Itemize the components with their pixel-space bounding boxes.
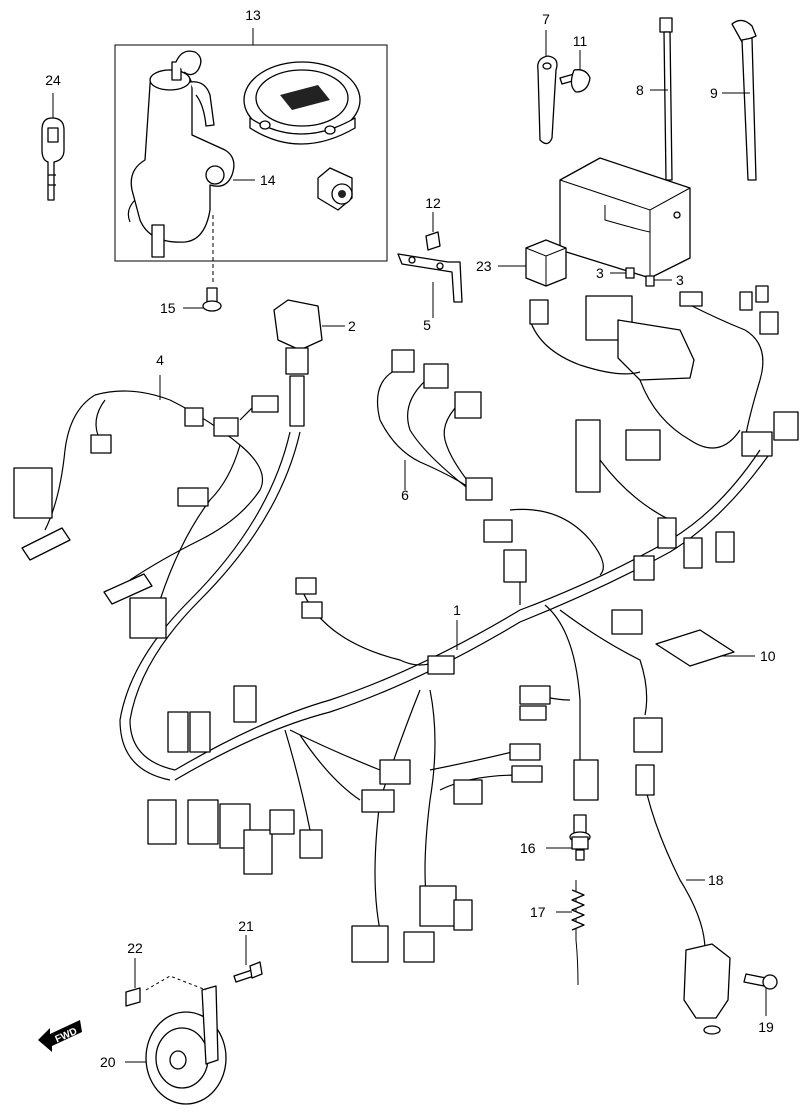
callout-12: 12 xyxy=(425,195,441,211)
ignition-switch xyxy=(127,50,255,285)
bolt-21 xyxy=(233,935,263,983)
sub-harness-6 xyxy=(376,349,493,501)
callout-24: 24 xyxy=(45,72,61,88)
callout-9: 9 xyxy=(710,85,718,101)
forward-arrow: FWD xyxy=(38,1020,82,1052)
horn-20 xyxy=(125,985,227,1105)
spring-17 xyxy=(556,880,585,986)
callout-19: 19 xyxy=(758,1019,774,1035)
callout-3a: 3 xyxy=(596,265,604,281)
callout-20: 20 xyxy=(100,1054,116,1070)
clamp-7 xyxy=(537,30,558,145)
cable-tie-9 xyxy=(722,19,757,181)
callout-7: 7 xyxy=(542,11,550,27)
bolt-15 xyxy=(183,287,222,312)
fwd-label: FWD xyxy=(54,1026,79,1045)
nut-22 xyxy=(125,958,207,1007)
cable-tie-8 xyxy=(650,17,673,181)
bolt-19 xyxy=(743,973,778,1016)
callout-6: 6 xyxy=(401,487,409,503)
caution-label-10 xyxy=(655,629,755,667)
callout-1: 1 xyxy=(453,602,461,618)
callout-18: 18 xyxy=(708,872,724,888)
callout-13: 13 xyxy=(245,7,261,23)
callout-3b: 3 xyxy=(676,272,684,288)
fuse-box-harness xyxy=(529,285,799,493)
relay-23 xyxy=(498,239,567,287)
fuse-3a xyxy=(610,267,635,279)
main-harness-1 xyxy=(119,431,769,963)
callout-23: 23 xyxy=(476,258,492,274)
switch-16 xyxy=(546,814,591,861)
side-stand-switch-18 xyxy=(635,764,731,1035)
callout-8: 8 xyxy=(636,82,644,98)
callout-14: 14 xyxy=(260,172,276,188)
screw-11 xyxy=(559,50,591,93)
callout-22: 22 xyxy=(127,940,143,956)
bracket-5 xyxy=(397,253,463,318)
ignition-key xyxy=(41,93,65,201)
fuse-3b xyxy=(645,275,672,287)
sub-harness-4 xyxy=(13,375,279,639)
callout-4: 4 xyxy=(156,352,164,368)
callout-2: 2 xyxy=(348,318,356,334)
seat-lock xyxy=(317,167,353,211)
callout-15: 15 xyxy=(160,300,176,316)
ignition-set-box xyxy=(114,28,388,262)
callout-17: 17 xyxy=(530,904,546,920)
callout-10: 10 xyxy=(760,648,776,664)
callout-11: 11 xyxy=(573,33,588,49)
callout-16: 16 xyxy=(520,840,536,856)
callout-21: 21 xyxy=(238,918,254,934)
callout-5: 5 xyxy=(423,317,431,333)
screw-12 xyxy=(425,212,441,251)
coupler-2 xyxy=(273,299,345,427)
fuel-cap-lock xyxy=(243,61,361,145)
